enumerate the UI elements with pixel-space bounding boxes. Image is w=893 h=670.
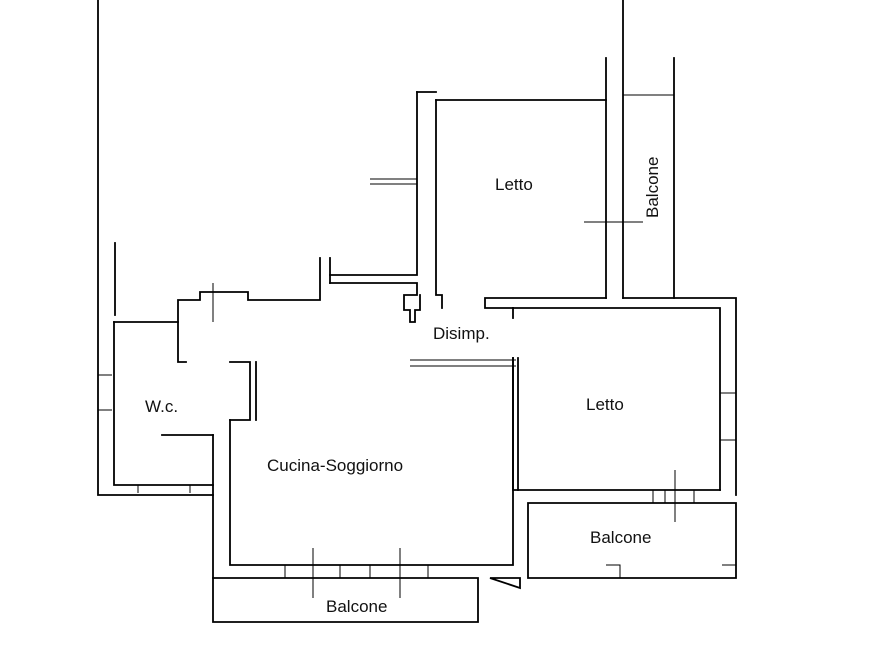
room-label-balcone-lower-right: Balcone (590, 528, 651, 547)
room-label-letto-right: Letto (586, 395, 624, 414)
balcony-lower-right (527, 502, 737, 579)
room-label-balcone-bottom: Balcone (326, 597, 387, 616)
kitchen-living-walls (212, 357, 521, 623)
room-label-wc: W.c. (145, 397, 178, 416)
room-label-cucina-soggiorno: Cucina-Soggiorno (267, 456, 403, 475)
room-label-letto-top: Letto (495, 175, 533, 194)
corridor-walls (177, 257, 516, 367)
bedroom-right-walls (512, 307, 736, 522)
bedroom-top-walls (329, 91, 737, 496)
wc-walls (98, 242, 251, 493)
outer-boundary (97, 0, 675, 496)
room-label-balcone-right: Balcone (643, 157, 662, 218)
room-label-disimpegno: Disimp. (433, 324, 490, 343)
